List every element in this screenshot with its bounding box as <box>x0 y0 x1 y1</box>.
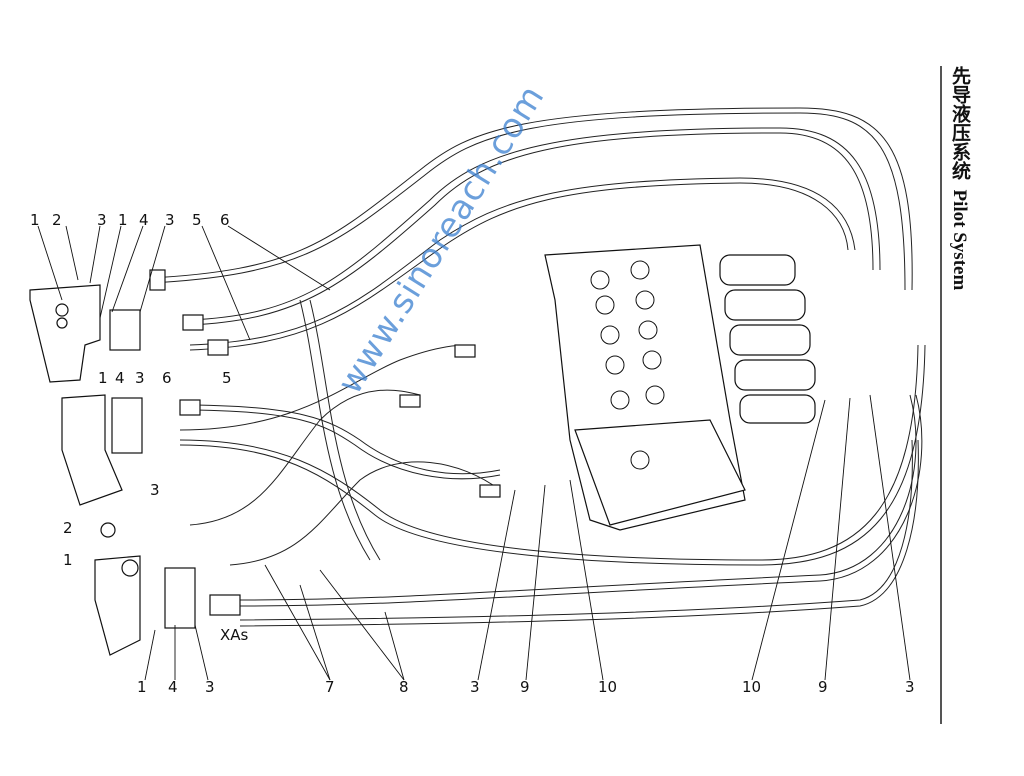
callout: 4 <box>139 211 149 229</box>
callout: 10 <box>742 678 761 696</box>
callout: 2 <box>52 211 62 229</box>
callout: 4 <box>168 678 178 696</box>
port-label: XAs <box>220 626 249 644</box>
callout: 1 <box>30 211 40 229</box>
manifold-block-top <box>29 284 101 383</box>
main-control-valve <box>544 244 816 531</box>
callout: 6 <box>162 369 172 387</box>
callout: 3 <box>150 481 160 499</box>
title-en: Pilot System <box>949 189 970 291</box>
title-cn: 先导液压系统 <box>949 66 970 180</box>
callout: 9 <box>818 678 828 696</box>
manifold-block-middle <box>61 394 123 506</box>
callout: 3 <box>205 678 215 696</box>
hoses <box>149 107 926 627</box>
callout: 4 <box>115 369 125 387</box>
manifold-block-bottom <box>94 555 141 656</box>
callout: 5 <box>192 211 202 229</box>
callout-labels: 1 2 3 1 4 3 5 6 1 4 3 6 5 3 2 1 1 4 3 7 … <box>30 211 915 696</box>
manifold-blocks <box>29 284 141 656</box>
callout: 9 <box>520 678 530 696</box>
callout: 5 <box>222 369 232 387</box>
callout: 3 <box>905 678 915 696</box>
fittings <box>109 269 501 629</box>
title-rule <box>940 66 942 724</box>
callout: 3 <box>470 678 480 696</box>
callout: 8 <box>399 678 409 696</box>
callout: 1 <box>98 369 108 387</box>
callout: 1 <box>137 678 147 696</box>
diagram-title: 先导液压系统 Pilot System <box>943 66 973 336</box>
callout: 2 <box>63 519 73 537</box>
callout: 1 <box>118 211 128 229</box>
callout: 3 <box>135 369 145 387</box>
callout: 7 <box>325 678 335 696</box>
leader-lines <box>37 225 911 681</box>
callout: 3 <box>165 211 175 229</box>
callout: 1 <box>63 551 73 569</box>
callout: 3 <box>97 211 107 229</box>
callout: 10 <box>598 678 617 696</box>
callout: 6 <box>220 211 230 229</box>
